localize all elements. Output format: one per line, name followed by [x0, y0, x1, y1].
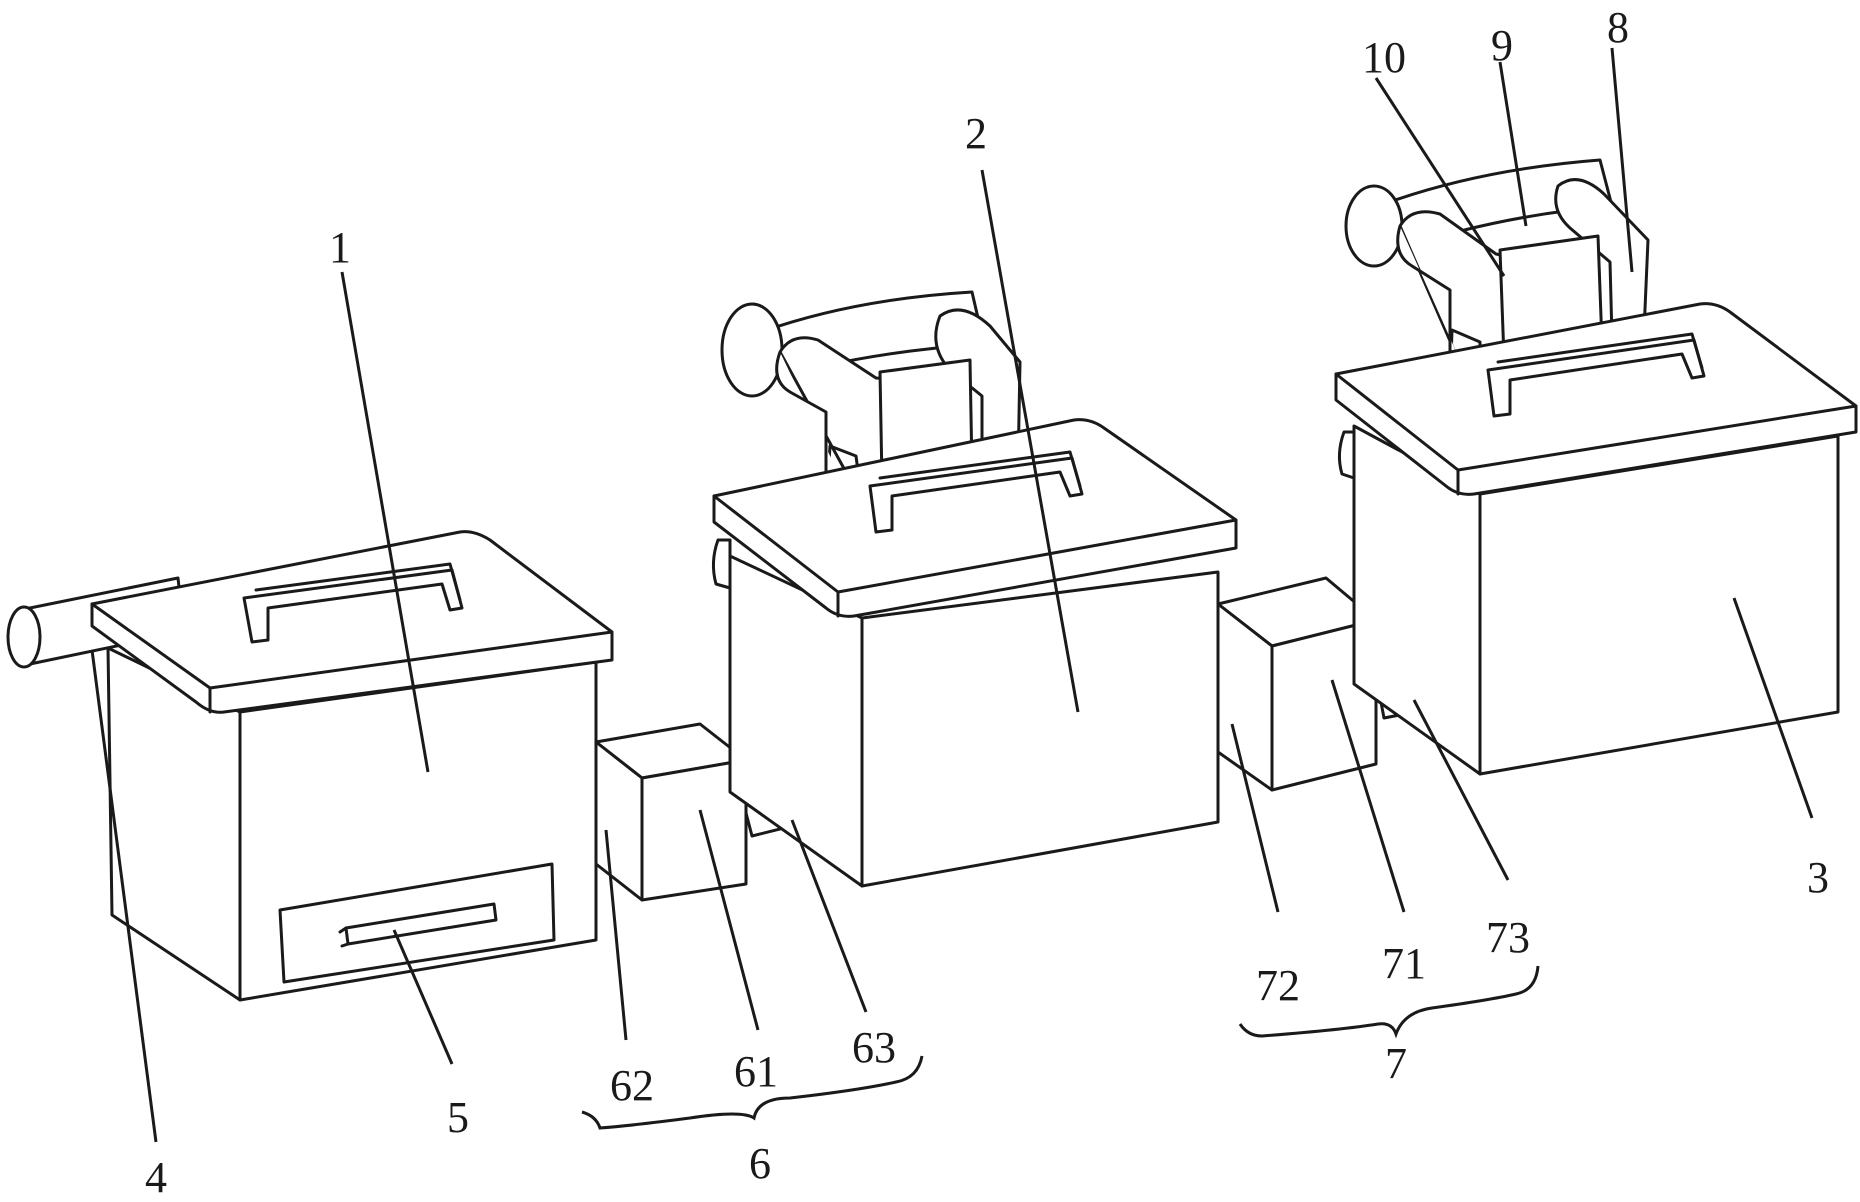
box-3-lid — [1334, 302, 1858, 496]
box-2-lid — [712, 418, 1238, 618]
label-72: 72 — [1256, 961, 1300, 1010]
leader-2 — [980, 169, 1080, 713]
leader-1 — [340, 271, 430, 773]
label-4: 4 — [145, 1153, 167, 1202]
leader-lines — [90, 47, 1814, 1143]
leader-73 — [1412, 699, 1510, 881]
brace-6 — [581, 1055, 924, 1130]
brace-7 — [1238, 965, 1540, 1039]
leader-9 — [1498, 61, 1528, 227]
box-2-handle — [868, 450, 1084, 534]
leader-4 — [90, 649, 158, 1143]
leader-61 — [698, 809, 760, 1031]
label-3: 3 — [1807, 853, 1829, 902]
label-10: 10 — [1362, 33, 1406, 82]
label-63: 63 — [852, 1023, 896, 1072]
box-2-front — [860, 570, 1220, 888]
leader-72 — [1230, 723, 1280, 913]
label-5: 5 — [447, 1093, 469, 1142]
box-3 — [1334, 158, 1858, 776]
leader-10 — [1374, 77, 1506, 277]
box-1-lid — [90, 530, 614, 714]
label-2: 2 — [965, 109, 987, 158]
drawer-5 — [278, 862, 556, 984]
label-1: 1 — [329, 223, 351, 272]
leader-3 — [1732, 597, 1814, 819]
label-71: 71 — [1382, 939, 1426, 988]
leader-63 — [790, 819, 868, 1013]
label-7: 7 — [1385, 1039, 1407, 1088]
label-73: 73 — [1486, 913, 1530, 962]
box-2 — [711, 290, 1238, 888]
box-1 — [6, 530, 614, 1002]
label-62: 62 — [610, 1061, 654, 1110]
part-labels: 1 2 3 4 5 6 61 62 63 7 71 72 73 8 9 10 — [145, 3, 1829, 1202]
leader-8 — [1610, 47, 1634, 273]
label-61: 61 — [734, 1047, 778, 1096]
box-3-handle — [1486, 332, 1706, 418]
leader-62 — [604, 829, 628, 1041]
label-6: 6 — [749, 1139, 771, 1188]
label-8: 8 — [1607, 3, 1629, 52]
box-3-front — [1478, 434, 1840, 776]
leader-5 — [392, 929, 454, 1065]
box-1-handle — [242, 562, 464, 644]
label-9: 9 — [1491, 21, 1513, 70]
leader-71 — [1330, 679, 1406, 913]
